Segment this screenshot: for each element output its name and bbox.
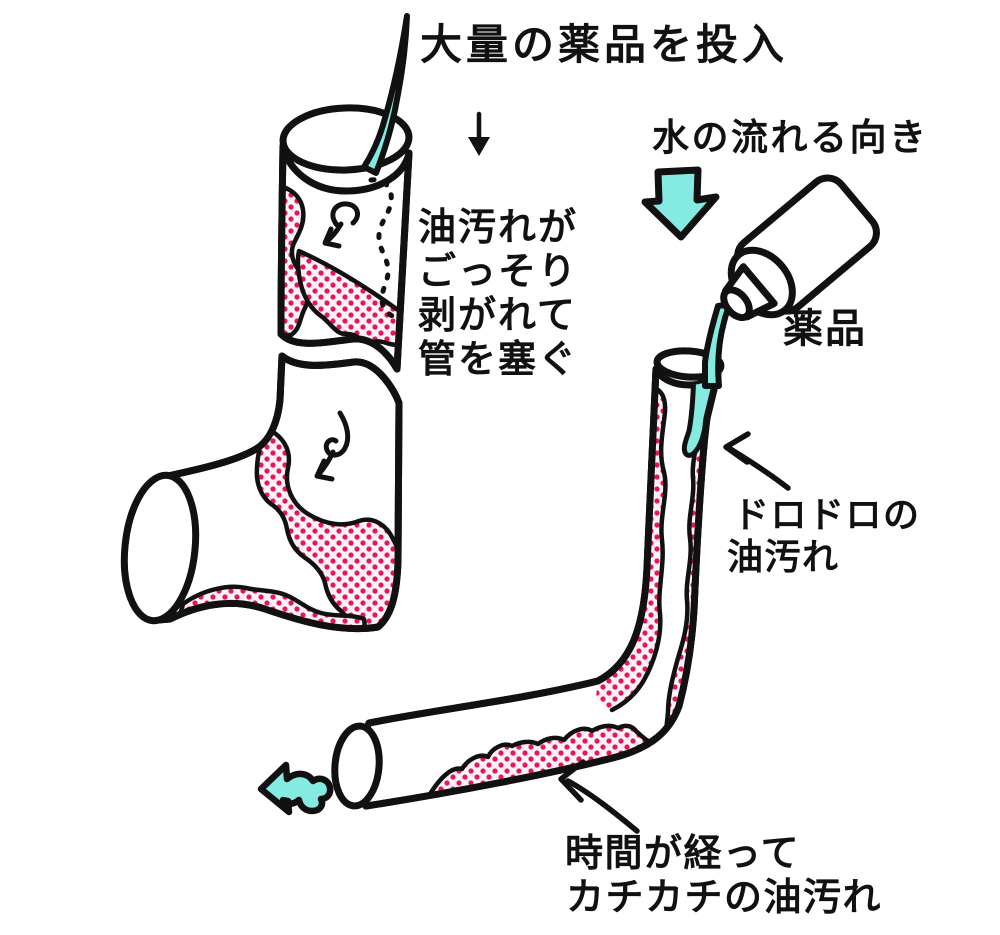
label-peel-line2: ごっそり	[418, 249, 578, 293]
hardened-oil-bottom-edge	[427, 723, 661, 797]
upper-pipe-outline	[277, 142, 413, 373]
hardened-pointer-arrow	[558, 759, 640, 834]
elbow-pipe-outline	[154, 352, 403, 633]
down-arrow-head	[468, 137, 490, 156]
flow-direction-arrow-icon	[641, 166, 720, 241]
label-peel-line1: 油汚れが	[418, 205, 578, 249]
label-peel-line4: 管を塞ぐ	[418, 337, 578, 381]
peeled-area-dashed-outline	[368, 177, 399, 321]
label-sludge-line2: 油汚れ	[727, 537, 840, 578]
label-sludge-block: ドロドロの 油汚れ	[727, 495, 921, 578]
chemical-pour-stream	[702, 301, 734, 389]
outflow-arrow-icon	[257, 761, 334, 816]
curled-fall-arrow-lower	[314, 410, 351, 482]
oil-clog-mass	[254, 425, 399, 629]
elbow-pipe-opening	[120, 471, 200, 625]
right-pipe-outline	[362, 365, 722, 810]
label-peel-line3: 剥がれて	[418, 293, 577, 337]
elbow-pipe-section	[120, 352, 403, 633]
label-hardened-line2: カチカチの油汚れ	[566, 875, 882, 919]
chemical-bottle	[720, 174, 880, 322]
sludge-pointer-arrow	[723, 431, 791, 491]
outlet-pipe-opening	[331, 722, 383, 810]
oil-coating-left-edge	[609, 385, 668, 713]
label-chemical: 薬品	[783, 306, 867, 352]
label-flow-direction: 水の流れる向き	[652, 116, 929, 159]
label-inject-chemicals: 大量の薬品を投入	[420, 20, 788, 69]
label-hardened-line1: 時間が経って	[565, 831, 800, 875]
oil-stain-left-wall	[281, 180, 311, 338]
label-sludge-line1: ドロドロの	[733, 495, 921, 536]
upper-pipe-section	[277, 13, 413, 373]
curled-fall-arrow-upper	[322, 201, 360, 249]
oil-chunk-peeling	[295, 248, 407, 348]
label-hardened-block: 時間が経って カチカチの油汚れ	[565, 831, 882, 919]
label-peel-block: 油汚れが ごっそり 剥がれて 管を塞ぐ	[418, 205, 578, 381]
bottle-spout	[720, 286, 753, 322]
chemical-stream-into-upper-pipe	[361, 13, 410, 176]
small-down-arrow-icon	[468, 111, 490, 156]
